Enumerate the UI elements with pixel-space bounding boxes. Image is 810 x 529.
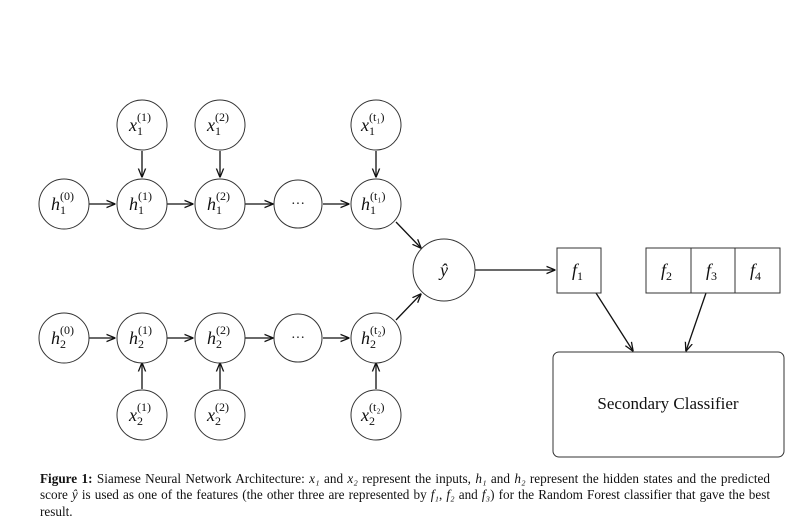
svg-text:x1(t₁): x1(t₁) [360, 110, 385, 138]
node-x2-1: x2(1) [116, 389, 168, 441]
node-x1-2: x1(2) [194, 99, 246, 151]
feature-box-f3: f3 [690, 247, 736, 294]
svg-text:x2(2): x2(2) [206, 400, 229, 428]
svg-text:h2(0): h2(0) [51, 323, 74, 351]
svg-text:h2(1): h2(1) [129, 323, 152, 351]
svg-text:x2(t₂): x2(t₂) [360, 400, 385, 428]
svg-text:h2(2): h2(2) [207, 323, 230, 351]
node-h1-t: h1(t₁) [350, 178, 402, 230]
svg-text:f4: f4 [750, 260, 761, 283]
svg-text:h1(0): h1(0) [51, 189, 74, 217]
svg-text:x2(1): x2(1) [128, 400, 151, 428]
svg-text:f1: f1 [572, 260, 583, 283]
secondary-classifier-box: Secondary Classifier [552, 351, 785, 458]
node-yhat: ŷ [412, 238, 476, 302]
svg-text:x1(2): x1(2) [206, 110, 229, 138]
node-ellipsis-top: ··· [273, 179, 323, 229]
node-h2-1: h2(1) [116, 312, 168, 364]
svg-text:···: ··· [291, 331, 305, 346]
svg-text:h1(1): h1(1) [129, 189, 152, 217]
node-x1-t: x1(t₁) [350, 99, 402, 151]
svg-text:h1(2): h1(2) [207, 189, 230, 217]
svg-text:h1(t₁): h1(t₁) [361, 189, 386, 217]
edge-h2-t-to-yhat [395, 294, 421, 321]
node-h2-2: h2(2) [194, 312, 246, 364]
svg-text:h2(t₂): h2(t₂) [361, 323, 386, 351]
edges [89, 151, 707, 389]
node-x1-1: x1(1) [116, 99, 168, 151]
node-x2-2: x2(2) [194, 389, 246, 441]
node-h1-2: h1(2) [194, 178, 246, 230]
node-x2-t: x2(t₂) [350, 389, 402, 441]
node-h1-0: h1(0) [38, 178, 90, 230]
svg-text:···: ··· [291, 197, 305, 212]
svg-text:ŷ: ŷ [438, 260, 448, 280]
feature-box-f4: f4 [734, 247, 781, 294]
svg-text:f2: f2 [661, 260, 672, 283]
edge-f1-to-classifier [595, 292, 633, 351]
figure-caption: Figure 1: Siamese Neural Network Archite… [40, 471, 771, 519]
feature-box-f1: f1 [556, 247, 602, 294]
caption-label: Figure 1: [40, 471, 93, 486]
svg-text:f3: f3 [706, 260, 717, 283]
node-h2-0: h2(0) [38, 312, 90, 364]
feature-box-f2: f2 [645, 247, 692, 294]
secondary-classifier-label: Secondary Classifier [597, 394, 738, 413]
node-ellipsis-bottom: ··· [273, 313, 323, 363]
edge-f3-to-classifier [686, 292, 707, 351]
node-h1-1: h1(1) [116, 178, 168, 230]
edge-h1-t-to-yhat [395, 221, 421, 248]
node-h2-t: h2(t₂) [350, 312, 402, 364]
svg-text:x1(1): x1(1) [128, 110, 151, 138]
